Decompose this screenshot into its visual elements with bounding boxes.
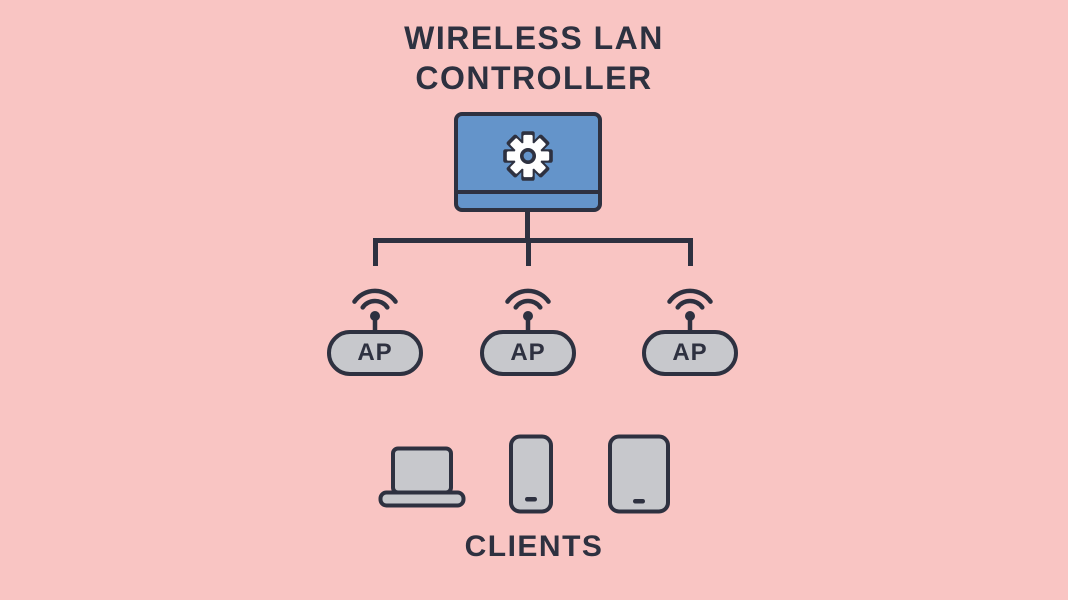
access-point-1: AP <box>327 330 423 376</box>
wlan-controller-box <box>454 112 602 212</box>
gear-icon <box>503 131 553 181</box>
gear-icon <box>497 125 559 192</box>
diagram-title: WIRELESS LAN CONTROLLER <box>0 18 1068 98</box>
tablet-icon <box>608 434 670 514</box>
laptop-icon <box>378 446 466 508</box>
access-point-label: AP <box>510 339 546 366</box>
access-point-label: AP <box>357 339 393 366</box>
access-point-label: AP <box>672 339 708 366</box>
title-line-1: WIRELESS LAN <box>404 20 664 56</box>
controller-base-divider <box>458 190 598 194</box>
connector-trunk-line <box>525 210 530 242</box>
connector-branch-line-1 <box>373 238 378 266</box>
clients-label: CLIENTS <box>464 530 604 563</box>
wifi-signal-icon <box>352 288 398 330</box>
connector-horizontal-bar <box>373 238 693 243</box>
wifi-signal-icon <box>667 288 713 330</box>
wifi-signal-icon <box>505 288 551 330</box>
access-point-2: AP <box>480 330 576 376</box>
connector-branch-line-3 <box>687 238 693 266</box>
title-line-2: CONTROLLER <box>415 60 653 96</box>
access-point-3: AP <box>642 330 738 376</box>
connector-branch-line-2 <box>525 238 531 266</box>
smartphone-icon <box>509 434 553 514</box>
